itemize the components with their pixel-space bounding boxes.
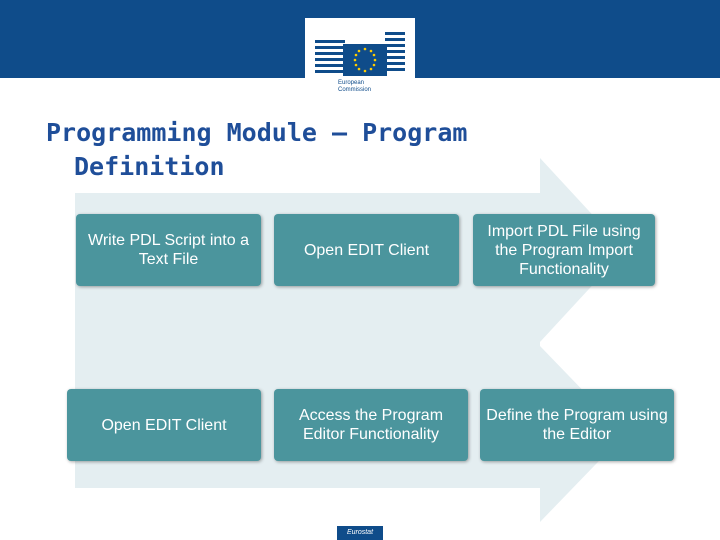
- page-title: Programming Module – Program Definition: [46, 116, 686, 184]
- european-commission-logo: European Commission: [305, 18, 415, 102]
- flow-step-4-label: Open EDIT Client: [101, 416, 227, 434]
- logo-text-line1: European: [338, 80, 365, 86]
- flow-step-3: Import PDL File using the Program Import…: [473, 214, 655, 286]
- eurostat-badge: Eurostat: [337, 526, 383, 540]
- flow-step-4: Open EDIT Client: [67, 389, 261, 461]
- flow-step-3-label: Import PDL File using the Program Import…: [487, 222, 641, 278]
- commission-building-icon: [315, 32, 405, 76]
- flow-step-5-label: Access the Program Editor Functionality: [298, 407, 444, 443]
- page-title-line1: Programming Module – Program: [46, 118, 468, 147]
- logo-text: European Commission: [338, 80, 398, 94]
- flow-step-1-label: Write PDL Script into a Text File: [88, 232, 249, 268]
- flow-step-6: Define the Program using the Editor: [480, 389, 674, 461]
- flow-step-5: Access the Program Editor Functionality: [274, 389, 468, 461]
- flow-step-2: Open EDIT Client: [274, 214, 459, 286]
- flow-step-2-label: Open EDIT Client: [303, 241, 430, 259]
- flow-step-6-label: Define the Program using the Editor: [486, 407, 668, 443]
- logo-text-line2: Commission: [338, 87, 372, 93]
- flow-step-1: Write PDL Script into a Text File: [76, 214, 261, 286]
- page-title-line2: Definition: [74, 152, 225, 181]
